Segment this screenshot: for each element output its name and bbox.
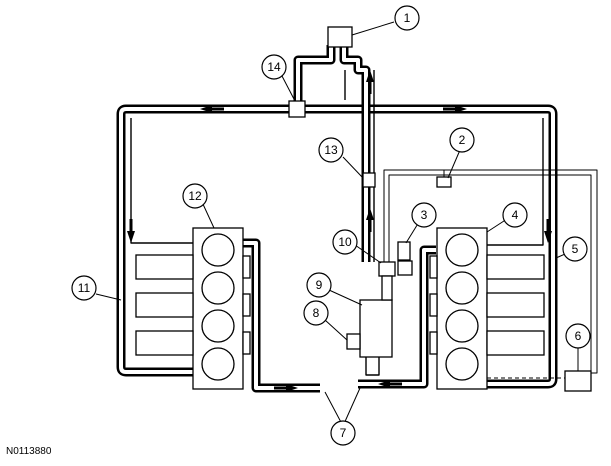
arrow-right-bottom bbox=[286, 384, 298, 392]
cylinder-bore bbox=[201, 233, 235, 267]
svg-text:10: 10 bbox=[338, 235, 352, 249]
callout-14: 14 bbox=[261, 54, 287, 80]
fitting-13 bbox=[362, 172, 376, 188]
svg-text:11: 11 bbox=[78, 281, 91, 295]
pump-pulley-8 bbox=[346, 333, 361, 350]
callout-13: 13 bbox=[318, 137, 344, 163]
arrow-left-top bbox=[200, 105, 212, 113]
left-cylinder-bank bbox=[135, 227, 251, 390]
components bbox=[288, 26, 592, 392]
fitting-14 bbox=[288, 100, 306, 118]
callout-9: 9 bbox=[306, 272, 332, 298]
callout-2: 2 bbox=[449, 127, 475, 153]
leader-lines bbox=[95, 21, 579, 427]
pump-9 bbox=[359, 299, 393, 358]
flow-arrows bbox=[127, 70, 552, 392]
valve-10 bbox=[378, 261, 396, 277]
svg-text:8: 8 bbox=[313, 306, 320, 320]
sensor-2 bbox=[436, 176, 452, 188]
callout-12: 12 bbox=[182, 183, 208, 209]
arrow-left-bottom bbox=[378, 380, 390, 388]
callout-5: 5 bbox=[562, 236, 588, 262]
callouts: 1 2 3 4 5 6 7 8 9 10 11 12 13 14 bbox=[71, 5, 591, 446]
svg-text:7: 7 bbox=[340, 426, 347, 440]
svg-text:12: 12 bbox=[188, 189, 202, 203]
svg-text:13: 13 bbox=[324, 143, 338, 157]
svg-text:5: 5 bbox=[572, 242, 579, 256]
callout-8: 8 bbox=[303, 300, 329, 326]
svg-text:4: 4 bbox=[512, 208, 519, 222]
svg-text:2: 2 bbox=[459, 133, 466, 147]
cylinder-bore bbox=[201, 309, 235, 343]
sensor-3 bbox=[397, 241, 411, 261]
cylinder-bore bbox=[445, 233, 479, 267]
figure-id: N0113880 bbox=[6, 446, 52, 457]
cylinder-bore bbox=[445, 309, 479, 343]
callout-4: 4 bbox=[502, 202, 528, 228]
callout-11: 11 bbox=[71, 275, 97, 301]
pump-neck bbox=[381, 275, 393, 301]
main-hose-loop bbox=[116, 104, 558, 389]
cylinder-bore bbox=[445, 271, 479, 305]
svg-text:9: 9 bbox=[316, 278, 323, 292]
degas-hose bbox=[339, 45, 375, 262]
cylinder-bore bbox=[201, 271, 235, 305]
arrow-right-top bbox=[455, 105, 467, 113]
callout-1: 1 bbox=[394, 5, 420, 31]
svg-text:14: 14 bbox=[267, 60, 281, 74]
callout-10: 10 bbox=[332, 229, 358, 255]
arrow-down-right bbox=[544, 231, 552, 243]
callout-7: 7 bbox=[330, 420, 356, 446]
right-cylinder-bank bbox=[429, 227, 545, 390]
svg-text:3: 3 bbox=[421, 208, 428, 222]
cylinder-bore bbox=[445, 347, 479, 381]
callout-6: 6 bbox=[565, 323, 591, 349]
coolant-hoses bbox=[116, 45, 598, 393]
reservoir-feed-hose bbox=[293, 45, 336, 109]
sensor-6 bbox=[564, 370, 592, 392]
callout-3: 3 bbox=[411, 202, 437, 228]
arrow-up-degas bbox=[366, 70, 374, 82]
svg-text:1: 1 bbox=[404, 11, 411, 25]
arrow-up-lower bbox=[366, 208, 374, 220]
cylinder-bore bbox=[201, 347, 235, 381]
svg-text:6: 6 bbox=[575, 329, 582, 343]
sensor-3-base bbox=[397, 260, 413, 276]
arrow-down-left bbox=[127, 231, 135, 243]
reservoir bbox=[327, 26, 353, 48]
